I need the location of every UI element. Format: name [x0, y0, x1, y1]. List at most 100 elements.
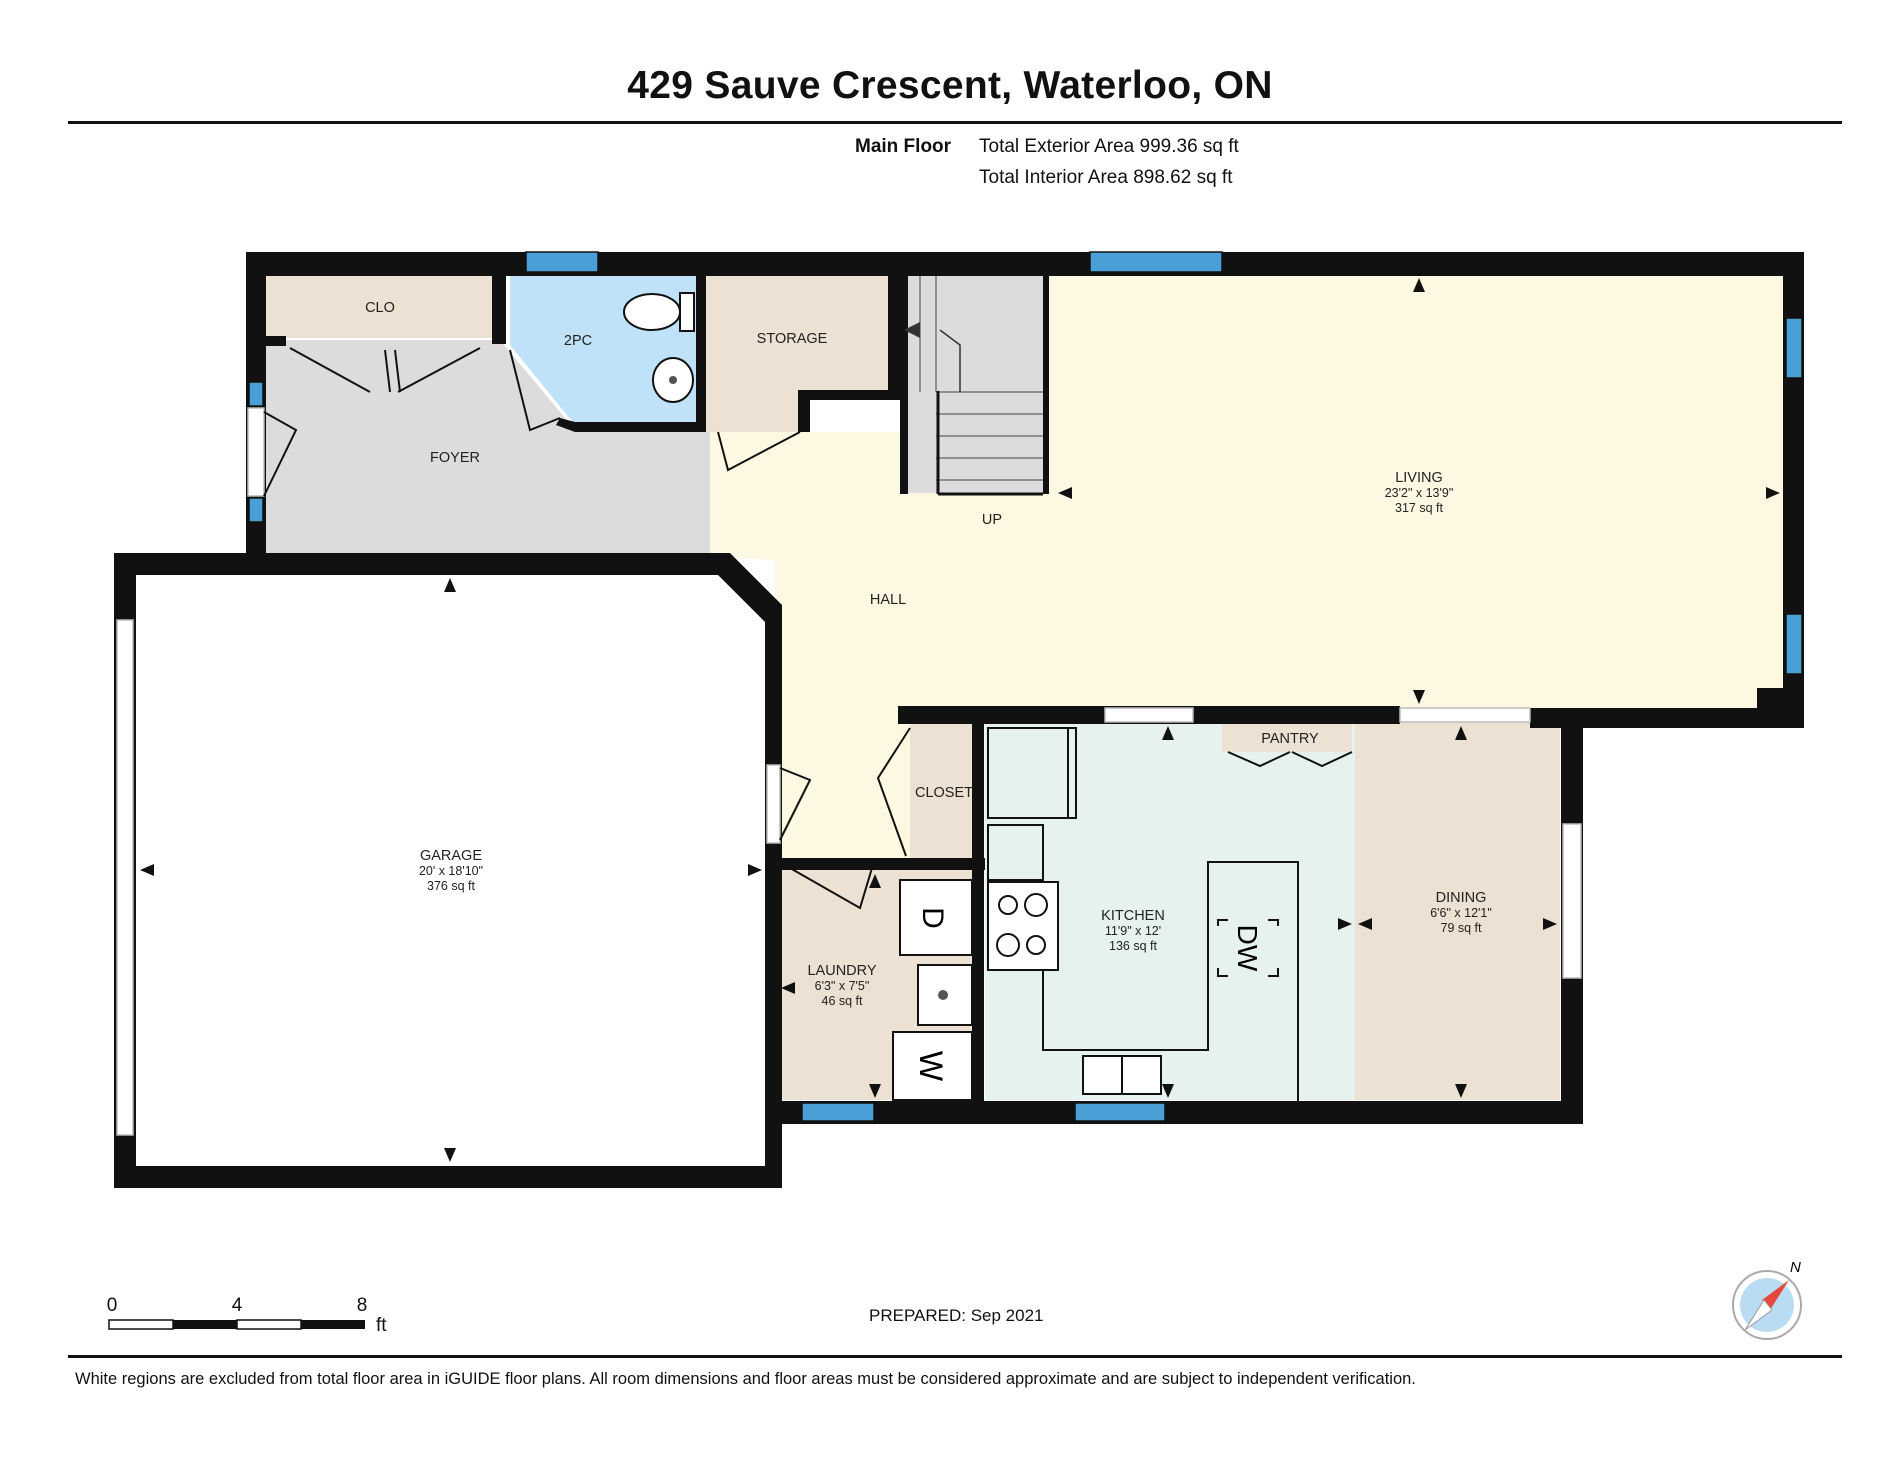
prepared-date: PREPARED: Sep 2021	[869, 1306, 1044, 1325]
label-up: UP	[982, 512, 1002, 528]
stair-fill	[900, 275, 1045, 493]
dining-dims: 6'6" x 12'1"	[1430, 906, 1492, 920]
laundry-area: 46 sq ft	[822, 994, 864, 1008]
label-garage: GARAGE	[420, 848, 482, 864]
compass-icon: N	[1732, 1259, 1802, 1340]
window-2pc	[525, 251, 599, 273]
disclaimer: White regions are excluded from total fl…	[75, 1370, 1416, 1388]
window-kitchen	[1074, 1102, 1166, 1122]
door-garage-hall	[779, 767, 812, 841]
windows	[248, 251, 1803, 1122]
laundry-dims: 6'3" x 7'5"	[815, 979, 870, 993]
counter-left	[987, 824, 1044, 881]
opening-kitchen-top	[1104, 707, 1194, 723]
window-living-top	[1089, 251, 1223, 273]
label-kitchen: KITCHEN	[1101, 908, 1165, 924]
door-pantry	[1227, 751, 1353, 768]
label-dining: DINING	[1436, 890, 1487, 906]
counter-island	[1042, 861, 1299, 1101]
scale-bar: 0 4 8 ft	[107, 1295, 388, 1336]
living-dims: 23'2" x 13'9"	[1385, 486, 1454, 500]
wall-2pc-right	[696, 276, 706, 424]
wall-garage-right	[765, 605, 782, 1188]
kitchen-area: 136 sq ft	[1109, 939, 1157, 953]
clo-fill	[266, 275, 494, 338]
label-storage: STORAGE	[757, 331, 828, 347]
doors	[263, 347, 1353, 910]
pantry-fill	[1222, 722, 1352, 752]
dryer-box	[899, 879, 973, 956]
wall-pantry-top	[1192, 706, 1400, 724]
wall-2pc-bottom	[575, 422, 706, 432]
footer-rule	[68, 1355, 1842, 1358]
wall-storage-bottom	[806, 390, 900, 400]
label-foyer: FOYER	[430, 450, 480, 466]
page-title: 429 Sauve Crescent, Waterloo, ON	[627, 64, 1273, 107]
wall-garage-angle	[716, 553, 782, 622]
dining-area: 79 sq ft	[1441, 921, 1483, 935]
opening-garage-hall	[766, 764, 781, 844]
wall-stair-left	[900, 276, 908, 494]
toilet-bowl	[623, 293, 681, 331]
wall-closet-top	[898, 706, 918, 724]
dimension-arrows	[140, 278, 1780, 1162]
wall-garage-top	[114, 553, 726, 575]
openings	[116, 407, 1582, 1136]
door-foyer	[263, 411, 298, 497]
wall-2pc-angle	[556, 418, 575, 432]
floor-name: Main Floor	[855, 136, 952, 157]
scale-unit: ft	[376, 1315, 387, 1336]
window-foyer-1	[248, 381, 264, 407]
opening-dining-top	[1399, 707, 1531, 723]
wall-clo-right	[492, 276, 506, 344]
washer-label: W	[913, 1051, 949, 1082]
label-clo: CLO	[365, 300, 395, 316]
stairs	[904, 276, 1043, 496]
label-pantry: PANTRY	[1261, 731, 1319, 747]
fixtures	[623, 292, 1299, 1101]
wall-storage-step	[798, 390, 810, 432]
wall-bottom-right	[765, 1101, 1583, 1124]
wall-top	[246, 252, 1804, 276]
wall-garage-bottom	[114, 1166, 782, 1188]
scale-tick-0: 0	[107, 1295, 118, 1316]
stove	[987, 881, 1059, 971]
dishwasher-outline	[1217, 919, 1279, 977]
door-closet	[876, 727, 911, 857]
dryer-label: D	[916, 907, 949, 929]
label-closet: CLOSET	[915, 785, 973, 801]
room-fills	[266, 275, 1784, 1100]
wall-corner-block	[1757, 688, 1787, 718]
label-laundry: LAUNDRY	[807, 963, 876, 979]
counter-fridge	[987, 727, 1077, 819]
window-living-right-2	[1785, 613, 1803, 675]
label-2pc: 2PC	[564, 333, 592, 349]
compass-north-label: N	[1790, 1259, 1801, 1276]
toilet-tank	[679, 292, 695, 332]
door-storage	[717, 431, 801, 472]
window-foyer-2	[248, 497, 264, 523]
opening-dining-right	[1562, 823, 1582, 979]
scale-tick-4: 4	[232, 1295, 243, 1316]
room-labels: CLO 2PC STORAGE FOYER UP LIVING 23'2" x …	[365, 300, 1492, 1082]
window-laundry	[801, 1102, 875, 1122]
door-clo	[289, 347, 481, 393]
label-living: LIVING	[1395, 470, 1443, 486]
dishwasher-label: DW	[1232, 925, 1263, 972]
scale-tick-8: 8	[357, 1295, 368, 1316]
wall-storage-right	[888, 276, 900, 394]
wall-closet-right	[972, 722, 984, 1102]
header-rule	[68, 121, 1842, 124]
opening-garage-door	[116, 619, 134, 1136]
label-hall: HALL	[870, 592, 906, 608]
garage-area: 376 sq ft	[427, 879, 475, 893]
exterior-area: Total Exterior Area 999.36 sq ft	[979, 136, 1239, 157]
door-laundry	[789, 867, 873, 910]
foyer-fill	[266, 340, 710, 558]
garage-dims: 20' x 18'10"	[419, 864, 483, 878]
wall-living-bottom-right	[1530, 708, 1804, 728]
window-living-right-1	[1785, 317, 1803, 379]
wall-stair-right	[1043, 276, 1049, 494]
kitchen-dims: 11'9" x 12'	[1105, 924, 1161, 938]
interior-area: Total Interior Area 898.62 sq ft	[979, 167, 1233, 188]
